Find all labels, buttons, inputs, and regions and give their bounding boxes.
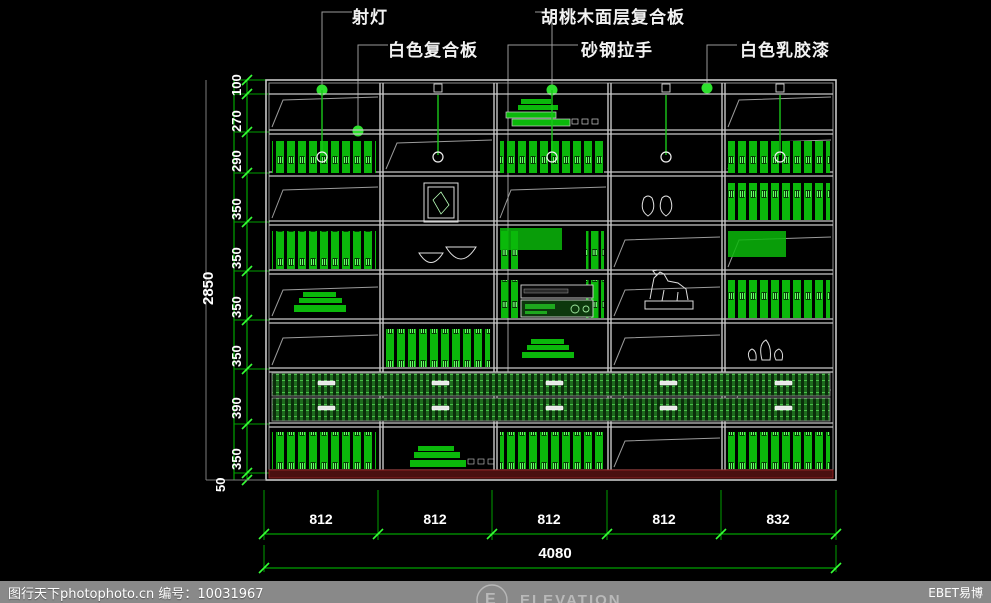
base-plinth <box>268 469 834 479</box>
decor-picture-frame <box>423 182 459 223</box>
brand-text: EBET易博 <box>928 585 983 600</box>
decor-book-stack-left <box>294 292 346 312</box>
callout-label-spotlight: 射灯 <box>352 8 388 28</box>
dim-h-812-d: 812 <box>652 511 676 527</box>
dim-h-812-a: 812 <box>309 511 333 527</box>
watermark-text: 图行天下photophoto.cn 编号：10031967 <box>8 586 264 602</box>
dim-v-100: 100 <box>229 74 244 96</box>
drawer-band <box>271 372 831 422</box>
dim-v-350-a: 350 <box>229 198 244 220</box>
dim-v-270: 270 <box>229 110 244 132</box>
dim-v-350-d: 350 <box>229 345 244 367</box>
dim-v-290: 290 <box>229 150 244 172</box>
decor-bird-figurines <box>747 339 784 361</box>
callout-label-walnut-panel: 胡桃木面层复合板 <box>541 8 685 28</box>
white-panel-node <box>352 125 364 137</box>
pendant-lights <box>316 83 786 163</box>
cabinet-elevation <box>265 79 837 481</box>
decor-book-stack-low <box>522 339 574 358</box>
decor-bowls <box>418 246 477 263</box>
dim-overall-height: 2850 <box>200 271 217 305</box>
dim-v-350-e: 350 <box>229 448 244 470</box>
latex-paint-node <box>701 82 713 94</box>
dim-h-832: 832 <box>766 511 790 527</box>
dim-h-812-b: 812 <box>423 511 447 527</box>
horizontal-dimension-chain <box>258 490 842 574</box>
callout-label-steel-handle: 砂钢拉手 <box>581 41 653 61</box>
callout-label-white-panel: 白色复合板 <box>388 41 478 61</box>
dim-v-390: 390 <box>229 397 244 419</box>
vertical-dimension-chain <box>233 74 270 486</box>
dim-v-50: 50 <box>213 477 228 492</box>
decor-vases <box>641 195 673 217</box>
dim-overall-width: 4080 <box>538 545 572 562</box>
dim-v-350-b: 350 <box>229 247 244 269</box>
decor-book-stack-bay2 <box>410 446 495 467</box>
cabinet-handles <box>317 380 793 411</box>
dim-h-812-c: 812 <box>537 511 561 527</box>
callout-label-latex-paint: 白色乳胶漆 <box>740 41 830 61</box>
callout-leaders <box>321 11 737 380</box>
dim-v-350-c: 350 <box>229 296 244 318</box>
decor-audio-equipment <box>520 284 594 318</box>
decor-book-stack-top <box>505 99 599 127</box>
decor-horse-sculpture <box>644 269 694 310</box>
book-rows <box>272 141 830 469</box>
watermark-footer: 图行天下photophoto.cn 编号：10031967 EBET易博 <box>0 581 991 603</box>
